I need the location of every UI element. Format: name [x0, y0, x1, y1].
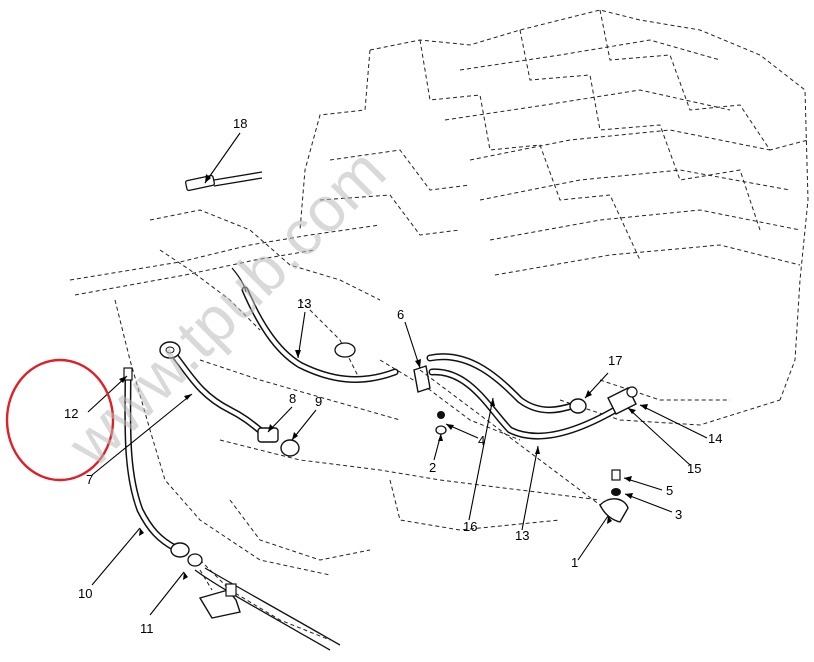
clamp-1	[599, 498, 629, 523]
fitting-17	[569, 398, 587, 414]
fitting-12	[123, 367, 133, 381]
hose-16	[426, 353, 579, 414]
highlight-circle	[5, 358, 115, 482]
callout-4: 4	[478, 433, 485, 448]
callout-16: 16	[463, 519, 477, 534]
fitting-11-tee	[198, 583, 241, 619]
callout-13-upper: 13	[297, 296, 311, 311]
watermark: www.tpub.com	[53, 135, 399, 481]
fitting-8-9	[257, 427, 300, 457]
fitting-18	[184, 171, 263, 192]
clamp-6	[413, 365, 431, 393]
callout-labels: 1 2 3 4 5 6 7 8 9 10 11 12 13 13 14 15 1…	[64, 116, 722, 636]
callout-18: 18	[233, 116, 247, 131]
callout-7: 7	[86, 472, 93, 487]
callout-5: 5	[666, 483, 673, 498]
callout-6: 6	[397, 307, 404, 322]
callout-9: 9	[315, 394, 322, 409]
engine-block-outline	[69, 9, 809, 641]
clamp-dash-line	[199, 369, 601, 591]
hose-10	[124, 371, 179, 552]
arrowheads	[119, 174, 648, 580]
callout-17: 17	[608, 353, 622, 368]
callout-1: 1	[571, 555, 578, 570]
callout-13-lower: 13	[515, 528, 529, 543]
callout-10: 10	[78, 586, 92, 601]
fitting-14-15	[607, 386, 638, 415]
hose-13-lower	[428, 368, 619, 440]
callout-15: 15	[687, 461, 701, 476]
callout-3: 3	[675, 507, 682, 522]
callout-2: 2	[429, 460, 436, 475]
fitting-10-end	[170, 542, 203, 567]
fitting-7	[159, 341, 181, 359]
nut-washer-2-4	[435, 411, 447, 435]
fitting-upper-hose-end	[231, 267, 356, 358]
callout-14: 14	[708, 431, 722, 446]
callout-11: 11	[140, 621, 154, 636]
callout-12: 12	[64, 406, 78, 421]
callout-8: 8	[289, 391, 296, 406]
hose-11-line	[194, 567, 341, 651]
bolt-washer-3-5	[611, 469, 621, 496]
hose-18-to-13-upper	[241, 286, 399, 383]
